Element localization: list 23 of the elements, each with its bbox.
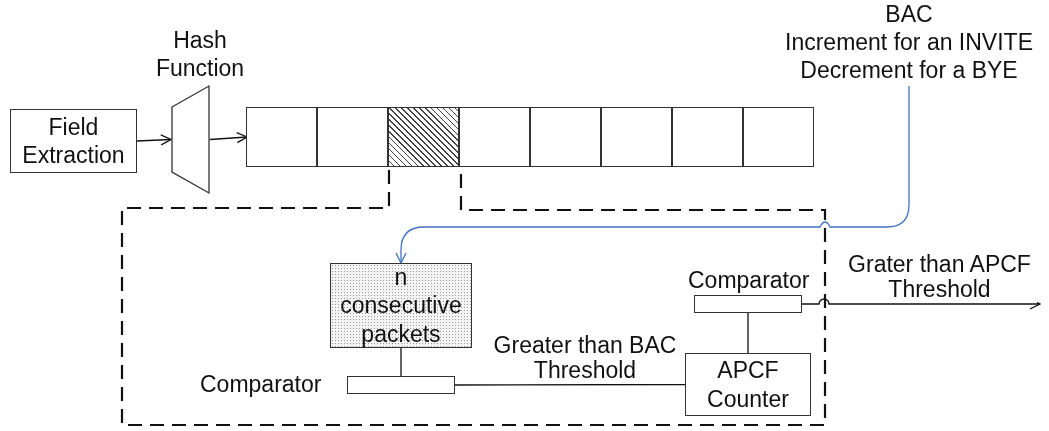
arrow <box>801 298 1041 310</box>
annotation-text: BAC <box>884 0 934 29</box>
block-label: Hash Function <box>154 26 246 83</box>
array-slot <box>672 107 744 167</box>
array-slot <box>317 107 389 167</box>
array-slot <box>246 107 318 167</box>
connector-line <box>747 312 749 354</box>
hatched-slot <box>388 107 460 167</box>
array-slot <box>743 107 815 167</box>
connector-line <box>400 347 402 377</box>
array-slot <box>530 107 602 167</box>
counter-box: APCF Counter <box>685 353 811 416</box>
connector-line <box>454 383 686 386</box>
array-slot <box>601 107 673 167</box>
array-slot <box>459 107 531 167</box>
block-label: Comparator <box>688 266 808 295</box>
block-label: Comparator <box>200 370 322 399</box>
arrow <box>209 132 248 144</box>
arrow <box>395 85 910 264</box>
process-box: Field Extraction <box>10 109 137 173</box>
annotation-text: Increment for an INVITE Decrement for a BYE <box>784 28 1034 85</box>
buffer-box: n consecutive packets <box>330 263 472 348</box>
arrow <box>136 134 172 146</box>
